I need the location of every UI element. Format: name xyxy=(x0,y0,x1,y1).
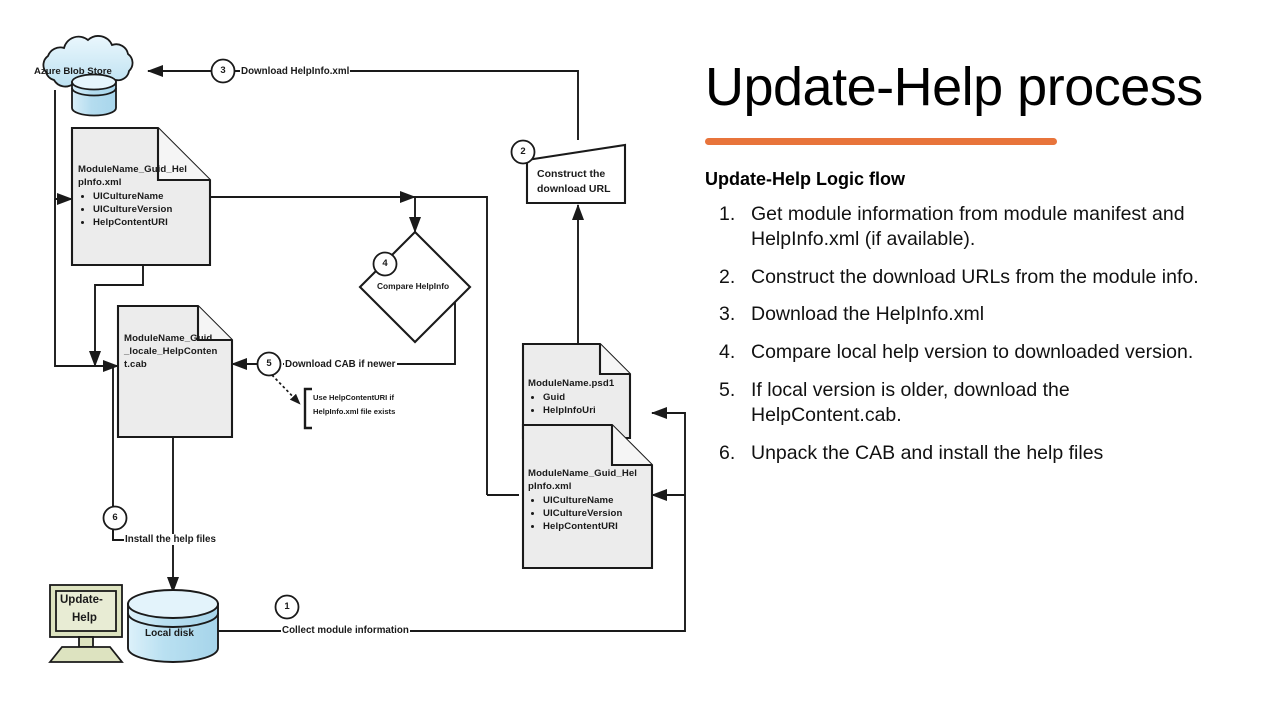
computer-label-line1: Update- xyxy=(60,594,103,606)
doc-psd1-text: ModuleName.psd1 Guid HelpInfoUri xyxy=(528,378,643,418)
doc-helpinfo-right-text: ModuleName_Guid_Hel pInfo.xml UICultureN… xyxy=(528,468,658,534)
page-title: Update-Help process xyxy=(705,57,1203,117)
list-item-text: Compare local help version to downloaded… xyxy=(751,341,1194,364)
content-panel: Update-Help process Update-Help Logic fl… xyxy=(705,57,1225,479)
list-item-text: Construct the download URLs from the mod… xyxy=(751,265,1199,288)
list-item-number: 2. xyxy=(719,265,736,288)
badge-2: 2 xyxy=(520,146,526,157)
edge-label-collect-module-info: Collect module information xyxy=(281,625,410,636)
list-item-text: Download the HelpInfo.xml xyxy=(751,303,985,326)
doc-helpinfo-right-title-line2: pInfo.xml xyxy=(528,480,572,492)
doc-psd1-bullet: HelpInfoUri xyxy=(543,405,643,418)
logic-flow-steps: 1. Get module information from module ma… xyxy=(705,202,1225,467)
doc-psd1-bullet: Guid xyxy=(543,392,643,405)
section-subtitle: Update-Help Logic flow xyxy=(705,168,905,189)
doc-helpinfo-right-bullet: UICultureName xyxy=(543,495,658,508)
doc-psd1-title: ModuleName.psd1 xyxy=(528,378,615,389)
doc-helpinfo-left-bullet: UICultureVersion xyxy=(93,204,208,217)
doc-helpinfo-right-bullet: UICultureVersion xyxy=(543,508,658,521)
diagram-svg xyxy=(42,35,686,663)
computer-label-line2: Help xyxy=(72,612,97,624)
doc-helpinfo-right-title-line1: ModuleName_Guid_Hel xyxy=(528,468,638,479)
local-disk-label: Local disk xyxy=(145,628,194,639)
badge-4: 4 xyxy=(382,258,388,269)
doc-helpinfo-right-bullet: HelpContentURI xyxy=(543,521,658,534)
list-item: 1. Get module information from module ma… xyxy=(705,202,1225,252)
doc-helpinfo-left-bullet: UICultureName xyxy=(93,191,208,204)
list-item-text: Unpack the CAB and install the help file… xyxy=(751,442,1104,465)
note-helpcontenturi-line1: Use HelpContentURI if xyxy=(313,393,395,402)
badge-1: 1 xyxy=(284,601,290,612)
decision-compare-label: Compare HelpInfo xyxy=(377,281,450,291)
list-item: 4. Compare local help version to downloa… xyxy=(705,340,1225,365)
note-helpcontenturi-line2: HelpInfo.xml file exists xyxy=(313,407,396,416)
doc-cab-text: ModuleName_Guid _locale_HelpConten t.cab xyxy=(124,333,236,372)
title-underline-rule xyxy=(705,137,1057,145)
doc-helpinfo-left-text: ModuleName_Guid_Hel pInfo.xml UICultureN… xyxy=(78,164,208,230)
doc-cab-title-line2: _locale_HelpConten xyxy=(124,345,218,357)
edge-label-download-cab: Download CAB if newer xyxy=(284,359,397,370)
cloud-label: Azure Blob Store xyxy=(34,66,112,77)
list-item: 3. Download the HelpInfo.xml xyxy=(705,302,1225,327)
list-item-number: 1. xyxy=(719,202,736,225)
update-help-flow-diagram: Azure Blob Store Local disk Update- Help… xyxy=(0,0,700,720)
process-construct-line2: download URL xyxy=(537,183,611,195)
list-item-number: 4. xyxy=(719,341,736,364)
process-construct-line1: Construct the xyxy=(537,168,606,180)
list-item: 5. If local version is older, download t… xyxy=(705,378,1225,428)
list-item-number: 5. xyxy=(719,379,736,402)
doc-cab-title-line1: ModuleName_Guid xyxy=(124,333,213,344)
list-item-number: 6. xyxy=(719,442,736,465)
badge-6: 6 xyxy=(112,512,118,523)
doc-helpinfo-left-title-line2: pInfo.xml xyxy=(78,176,122,188)
list-item: 6. Unpack the CAB and install the help f… xyxy=(705,441,1225,466)
badge-3: 3 xyxy=(220,65,226,76)
list-item-text: Get module information from module manif… xyxy=(751,202,1185,250)
doc-cab-title-line3: t.cab xyxy=(124,358,147,370)
list-item-number: 3. xyxy=(719,303,736,326)
doc-helpinfo-left-title-line1: ModuleName_Guid_Hel xyxy=(78,164,188,175)
badge-5: 5 xyxy=(266,358,272,369)
doc-helpinfo-left-bullet: HelpContentURI xyxy=(93,217,208,230)
list-item: 2. Construct the download URLs from the … xyxy=(705,265,1225,290)
edge-label-install-help-files: Install the help files xyxy=(124,534,217,545)
list-item-text: If local version is older, download the … xyxy=(751,379,1070,427)
edge-label-download-helpinfo: Download HelpInfo.xml xyxy=(240,66,351,77)
